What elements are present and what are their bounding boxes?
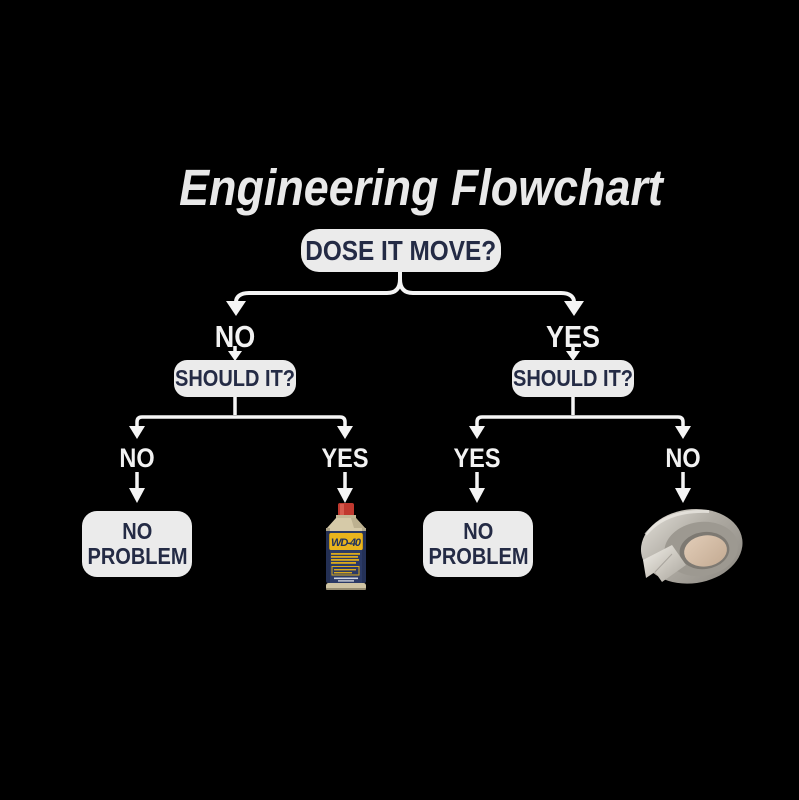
arrowhead-shouldit-left — [228, 351, 242, 361]
no-problem-line1: NO — [462, 518, 494, 545]
wd40-can-image: WD-40 — [324, 503, 368, 593]
page-title-text: Engineering Flowchart — [179, 159, 663, 216]
page-title: Engineering Flowchart — [146, 159, 696, 216]
branch-label-text: NO — [214, 319, 256, 354]
wd40-info-panel — [331, 566, 360, 576]
arrowhead-noproblem-right — [469, 488, 485, 503]
arrowhead-shouldit-right — [566, 351, 580, 361]
duct-tape-image — [634, 502, 754, 596]
node-does-it-move: DOSE IT MOVE? — [301, 229, 501, 272]
branch-label-text: YES — [546, 319, 600, 354]
arrowhead-root-right — [564, 301, 584, 316]
node-should-it-left-label: SHOULD IT? — [174, 365, 296, 391]
branch-label-text: NO — [665, 443, 701, 473]
connector-shouldit-right-split — [475, 397, 685, 427]
tape-roll — [640, 508, 743, 584]
node-should-it-right: SHOULD IT? — [512, 360, 634, 397]
no-problem-line2: PROBLEM — [86, 543, 188, 569]
branch-label-text: YES — [321, 443, 369, 473]
duct-tape-graphic — [640, 508, 743, 584]
arrowhead-ducttape — [675, 488, 691, 503]
branch-label-left-yes: YES — [318, 443, 372, 474]
branch-label-root-yes: YES — [542, 319, 604, 355]
connector-root-left — [234, 272, 402, 303]
branch-label-left-no: NO — [117, 443, 158, 474]
branch-label-text: YES — [453, 443, 501, 473]
node-no-problem-right: NO PROBLEM — [423, 511, 533, 577]
wd40-body: WD-40 — [326, 518, 366, 590]
no-problem-line1: NO — [121, 518, 153, 545]
arrowhead-root-left — [226, 301, 246, 316]
tape-tab — [643, 545, 686, 582]
branch-label-text: NO — [119, 443, 155, 473]
node-should-it-right-label: SHOULD IT? — [512, 365, 634, 391]
branch-label-root-no: NO — [212, 319, 259, 355]
branch-label-right-no: NO — [663, 443, 704, 474]
connector-shouldit-left-split — [135, 397, 347, 427]
wd40-cap — [336, 503, 356, 518]
node-should-it-left: SHOULD IT? — [174, 360, 296, 397]
arrowhead-right-no — [675, 426, 691, 439]
arrowhead-noproblem-left — [129, 488, 145, 503]
node-no-problem-left: NO PROBLEM — [82, 511, 192, 577]
wd40-fine-print-lines — [331, 553, 360, 564]
arrowhead-right-yes — [469, 426, 485, 439]
connector-root-right — [398, 272, 576, 303]
no-problem-line2: PROBLEM — [427, 543, 529, 569]
wd40-can-graphic: WD-40 — [326, 503, 366, 590]
node-does-it-move-label: DOSE IT MOVE? — [305, 234, 497, 266]
arrowhead-left-no — [129, 426, 145, 439]
wd40-label: WD-40 — [331, 537, 362, 549]
arrowhead-left-yes — [337, 426, 353, 439]
arrowhead-wd40 — [337, 488, 353, 503]
branch-label-right-yes: YES — [450, 443, 504, 474]
